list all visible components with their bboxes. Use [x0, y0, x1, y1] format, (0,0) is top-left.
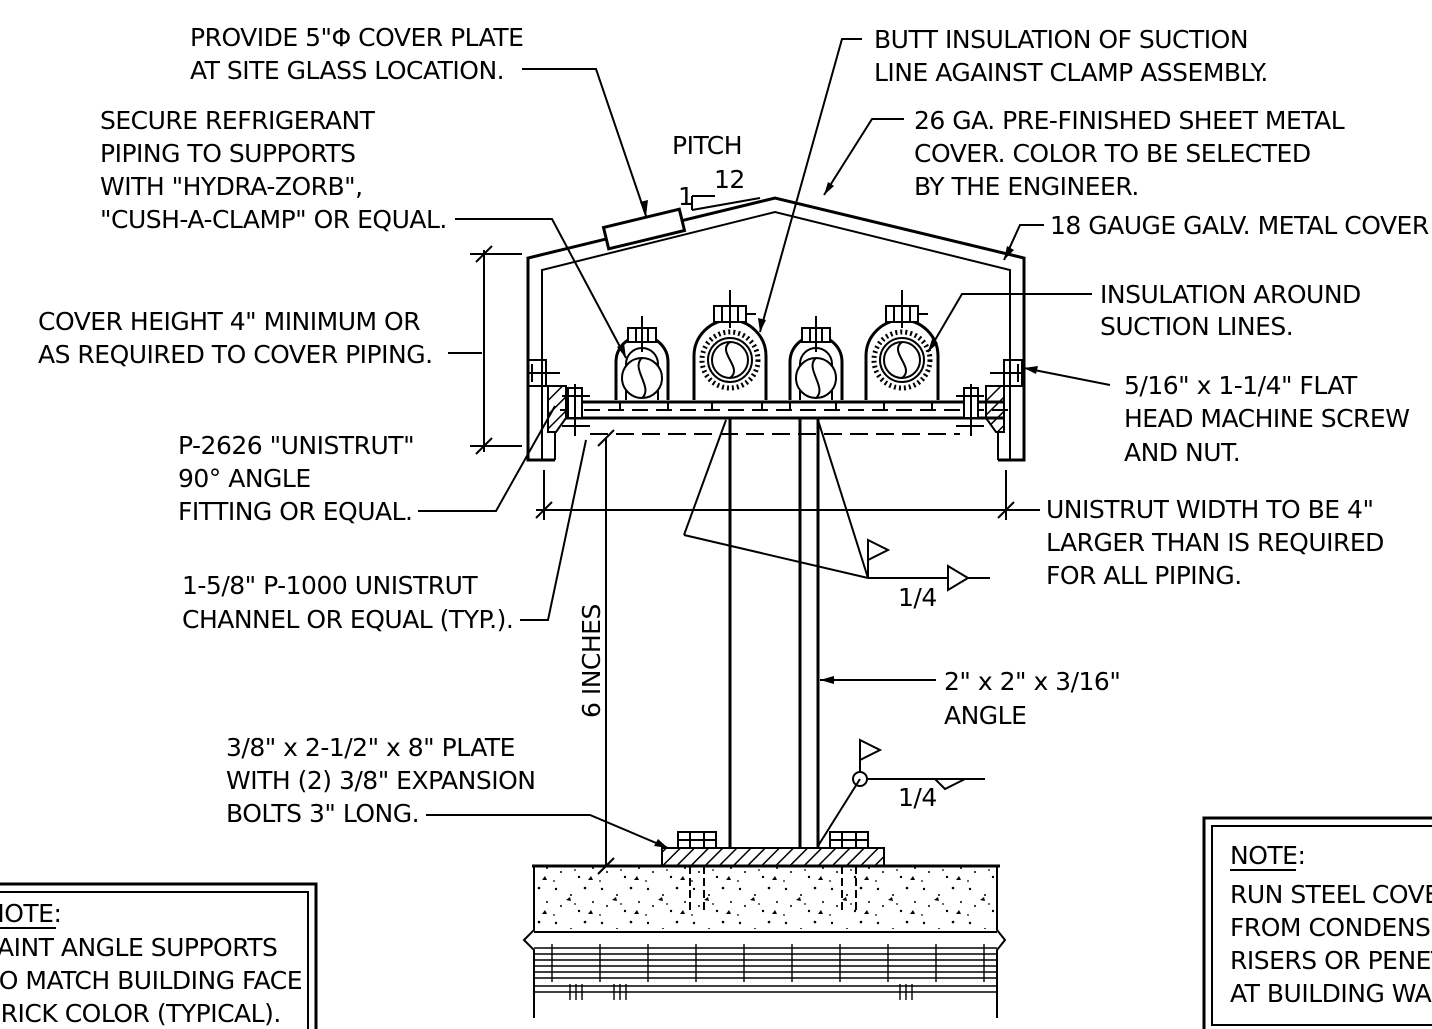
pipe-small-right: [788, 316, 844, 400]
weld-symbol-top: [683, 419, 990, 592]
unistrut-width-label: UNISTRUT WIDTH TO BE 4" LARGER THAN IS R…: [1046, 495, 1391, 590]
pitch-symbol: [691, 195, 761, 211]
note-left-title: NOTE:: [0, 899, 61, 928]
angle-fitting-right: [956, 359, 1023, 436]
base-plate: [661, 831, 885, 910]
galv-cover-label: 18 GAUGE GALV. METAL COVER: [1050, 211, 1429, 240]
note-left-text: PAINT ANGLE SUPPORTS TO MATCH BUILDING F…: [0, 933, 309, 1028]
unistrut-channel: [560, 400, 1010, 435]
pitch-run-label: 12: [714, 165, 745, 194]
angle-fitting-label: P-2626 "UNISTRUT" 90° ANGLE FITTING OR E…: [178, 431, 422, 526]
insulation-suction-label: INSULATION AROUND SUCTION LINES.: [1100, 280, 1368, 341]
pipe-suction-right: [864, 290, 940, 400]
sheet-metal-cover-label: 26 GA. PRE-FINISHED SHEET METAL COVER. C…: [914, 106, 1352, 201]
pipe-small-left: [614, 316, 670, 400]
cover-height-label: COVER HEIGHT 4" MINIMUM OR AS REQUIRED T…: [38, 307, 433, 369]
note-right-title: NOTE:: [1230, 841, 1305, 870]
pipe-suction-left: [692, 290, 768, 400]
note-box-right: NOTE: RUN STEEL COVER FROM CONDENSING RI…: [1202, 816, 1432, 1029]
six-inches-label: 6 INCHES: [577, 604, 606, 718]
unistrut-channel-label: 1-5/8" P-1000 UNISTRUT CHANNEL OR EQUAL …: [182, 571, 513, 634]
ground-slab: [522, 864, 1007, 1018]
leader-lines: [418, 38, 1111, 849]
cover-height-dimension: [470, 245, 522, 455]
secure-piping-label: SECURE REFRIGERANT PIPING TO SUPPORTS WI…: [100, 106, 447, 234]
pitch-rise-label: 1: [678, 182, 693, 211]
metal-cover: [526, 196, 1026, 462]
butt-insulation-label: BUTT INSULATION OF SUCTION LINE AGAINST …: [874, 25, 1268, 87]
unistrut-width-dimension: [535, 470, 1015, 520]
angle-fitting-left: [527, 359, 590, 436]
base-plate-label: 3/8" x 2-1/2" x 8" PLATE WITH (2) 3/8" E…: [226, 733, 543, 828]
six-inch-dimension: [597, 429, 615, 875]
brick-pattern: [534, 944, 997, 1000]
cover-plate-label: PROVIDE 5"Φ COVER PLATE AT SITE GLASS LO…: [190, 23, 531, 85]
angle-size-label: 2" x 2" x 3/16" ANGLE: [944, 667, 1128, 730]
angle-post: [728, 416, 820, 848]
machine-screw-label: 5/16" x 1-1/4" FLAT HEAD MACHINE SCREW A…: [1124, 371, 1417, 467]
cover-plate: [601, 207, 687, 251]
pitch-label: PITCH: [672, 131, 742, 160]
weld-symbol-bottom: [817, 738, 985, 847]
note-box-left: NOTE: PAINT ANGLE SUPPORTS TO MATCH BUIL…: [0, 882, 318, 1029]
weld-size-top: 1/4: [898, 583, 937, 612]
weld-size-bottom: 1/4: [898, 783, 937, 812]
note-right-text: RUN STEEL COVER FROM CONDENSING RISERS O…: [1230, 880, 1432, 1008]
